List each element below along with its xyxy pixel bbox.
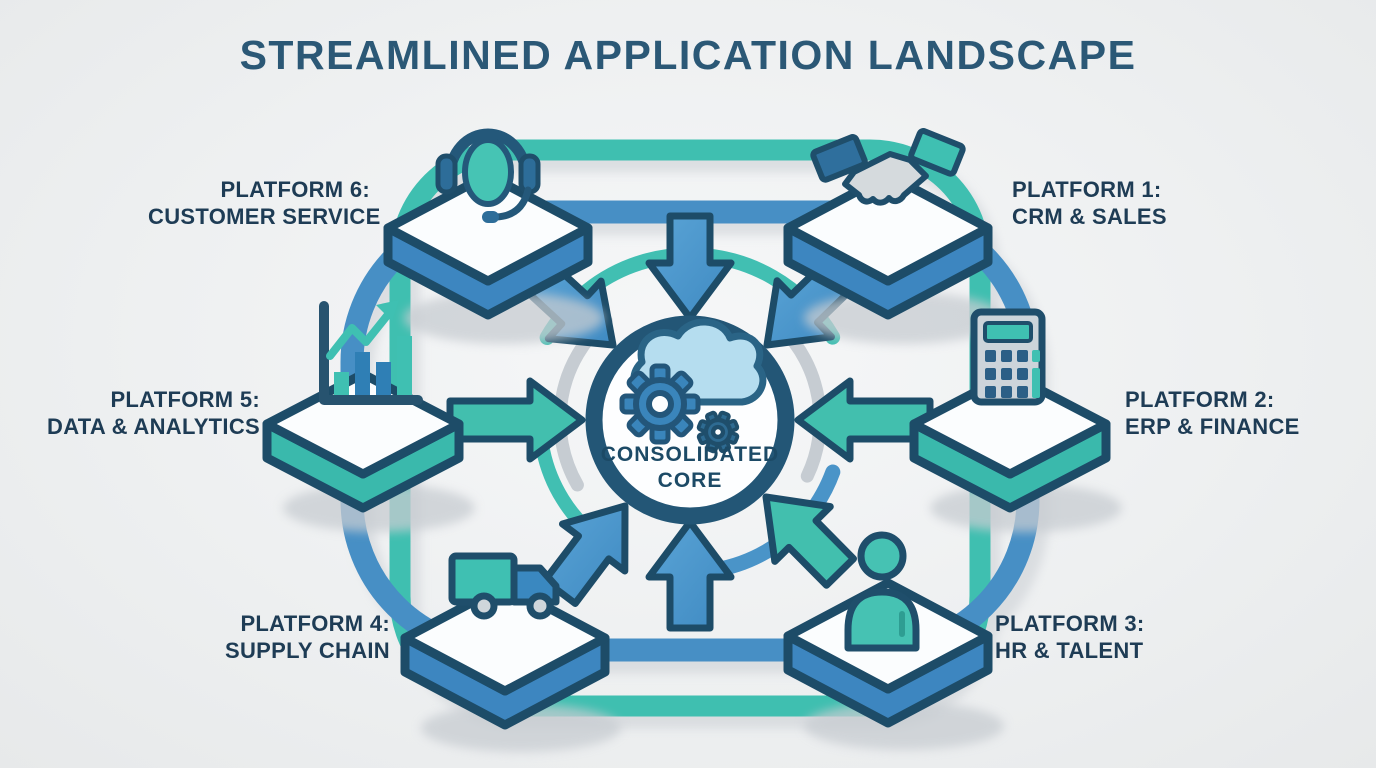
small-gear-icon (696, 410, 740, 454)
platform-2-label: PLATFORM 2: ERP & FINANCE (1125, 387, 1300, 439)
calculator-icon (970, 308, 1046, 406)
arrow-top-to-core (645, 212, 735, 322)
arrow-platform-5-to-core (446, 377, 586, 463)
platform-5-label: PLATFORM 5: DATA & ANALYTICS (47, 387, 260, 439)
truck-icon (448, 552, 560, 620)
core-label-line2: CORE (657, 469, 723, 492)
arrow-bottom-to-core (645, 518, 735, 632)
handshake-icon (810, 128, 966, 206)
platform-5-node (262, 300, 475, 532)
bar-chart-icon (319, 300, 423, 405)
platform-1-label: PLATFORM 1: CRM & SALES (1012, 177, 1167, 229)
gear-icon (619, 363, 701, 445)
core-label: CONSOLIDATED CORE (572, 442, 808, 494)
consolidated-core-node (585, 315, 795, 525)
arrow-platform-3-to-core (762, 493, 857, 589)
platform-4-label: PLATFORM 4: SUPPLY CHAIN (225, 611, 390, 663)
core-label-line1: CONSOLIDATED (600, 443, 780, 466)
person-icon (844, 531, 920, 652)
platform-3-node (783, 531, 1004, 750)
platform-2-node (909, 308, 1122, 532)
page-title: STREAMLINED APPLICATION LANDSCAPE (239, 32, 1137, 78)
arrow-platform-4-to-core (541, 502, 629, 607)
platform-6-node (383, 128, 604, 344)
platform-6-label: PLATFORM 6: CUSTOMER SERVICE (148, 177, 381, 229)
platform-1-node (783, 128, 1004, 344)
platform-4-node (400, 552, 621, 752)
headset-icon (435, 128, 541, 223)
platform-3-label: PLATFORM 3: HR & TALENT (995, 611, 1145, 663)
